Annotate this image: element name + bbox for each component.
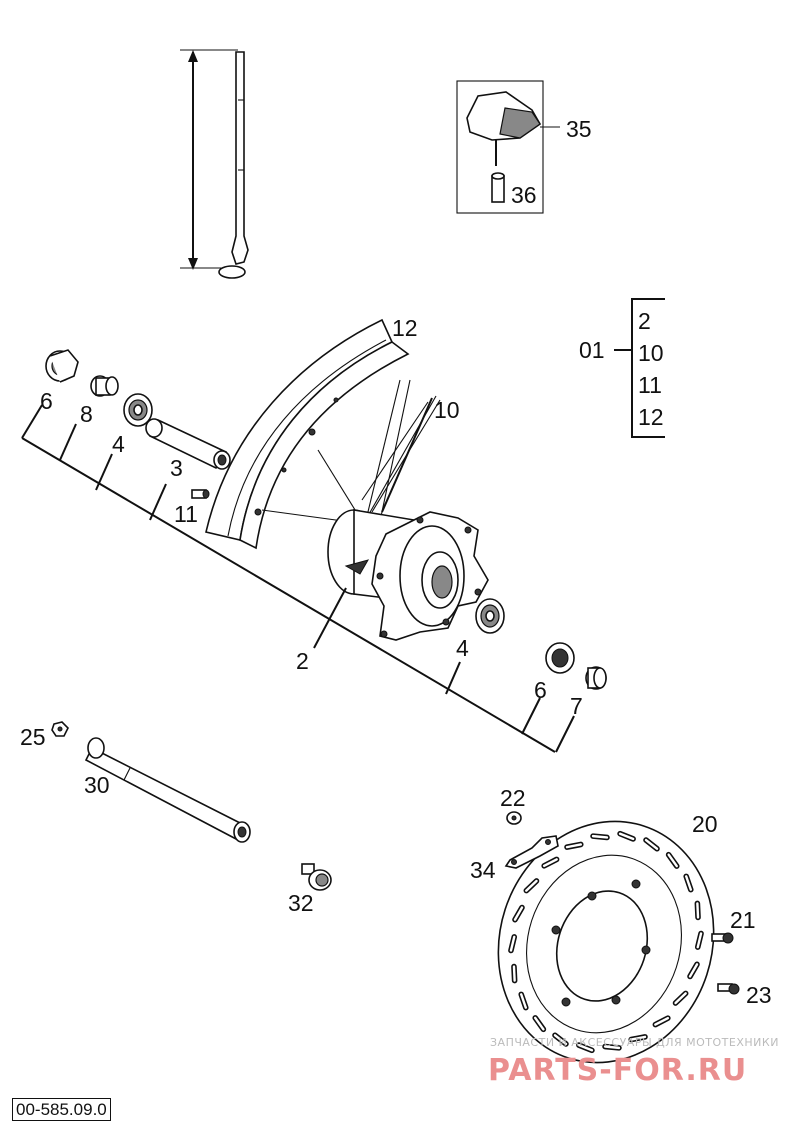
callout-4-left: 4 [112,431,125,457]
callout-2: 2 [296,648,309,674]
screw-part-23 [717,983,740,995]
assembly-item-11: 11 [638,372,662,398]
document-number: 00-585.09.0 [12,1098,111,1121]
callout-30: 30 [84,772,110,798]
bracket-part-34 [504,835,559,869]
callout-35: 35 [566,116,592,142]
hub-part [327,509,489,641]
disc-slot [523,878,540,894]
left-seal-6 [45,349,79,383]
callout-36: 36 [511,182,537,208]
watermark-tagline: ЗАПЧАСТИ И АКСЕССУАРЫ ДЛЯ МОТОТЕХНИКИ [490,1036,779,1049]
callout-22: 22 [500,785,526,811]
disc-slot [552,1032,569,1047]
callout-4-right: 4 [456,635,469,661]
disc-slot [628,1034,648,1043]
callout-7: 7 [570,693,583,719]
watermark-logo-text: PARTS-FOR.RU [488,1053,747,1088]
right-spacer-7 [585,666,607,690]
callout-6-right: 6 [534,677,547,703]
callout-34: 34 [470,857,496,883]
nut-part-22 [506,811,522,825]
disc-slot [687,961,700,980]
right-bearing-4 [475,598,505,634]
rim-part [205,318,410,550]
nut-part-25 [51,721,69,737]
assembly-bracket [614,298,665,438]
spacer-tube-3 [145,418,231,470]
disc-slot [541,856,560,869]
assembly-item-2: 2 [638,308,651,334]
rim-lock-box [456,80,560,214]
axle-line [21,397,575,753]
assembly-item-12: 12 [638,404,664,430]
disc-slot [694,930,704,950]
callout-21: 21 [730,907,756,933]
right-seal-6 [545,642,575,674]
screw-part-32 [301,863,332,891]
disc-slot [643,837,660,852]
assembly-item-list: 2 10 11 12 [638,308,664,430]
disc-slot [590,833,610,841]
disc-slot [564,841,584,850]
callout-3: 3 [170,455,183,481]
nipple-11 [191,489,210,499]
callout-11: 11 [174,501,198,527]
disc-slot [532,1015,547,1033]
callout-20: 20 [692,811,718,837]
disc-slot [512,904,525,923]
callout-23: 23 [746,982,772,1008]
callout-10: 10 [434,397,460,423]
callout-12: 12 [392,315,418,341]
callout-8: 8 [80,401,93,427]
disc-slot [683,873,694,893]
disc-slot [672,990,689,1006]
disc-slot [665,851,680,869]
disc-slot [508,934,518,954]
disc-slot [602,1043,622,1051]
axle-part-30 [84,737,251,843]
screw-part-21 [711,932,734,944]
callout-6-left: 6 [40,388,53,414]
callout-32: 32 [288,890,314,916]
disc-slot [652,1015,671,1028]
assembly-item-10: 10 [638,340,664,366]
callout-25: 25 [20,724,46,750]
disc-slot [576,1042,595,1054]
brake-disc-20 [497,820,715,1064]
disc-slot [511,963,518,984]
left-bearing-4 [123,393,153,427]
disc-slot [617,830,636,842]
spoke-part [180,49,249,279]
disc-slot [518,991,529,1011]
assembly-group-label: 01 [579,337,605,363]
disc-slot [694,900,701,921]
left-spacer-8 [90,375,119,397]
